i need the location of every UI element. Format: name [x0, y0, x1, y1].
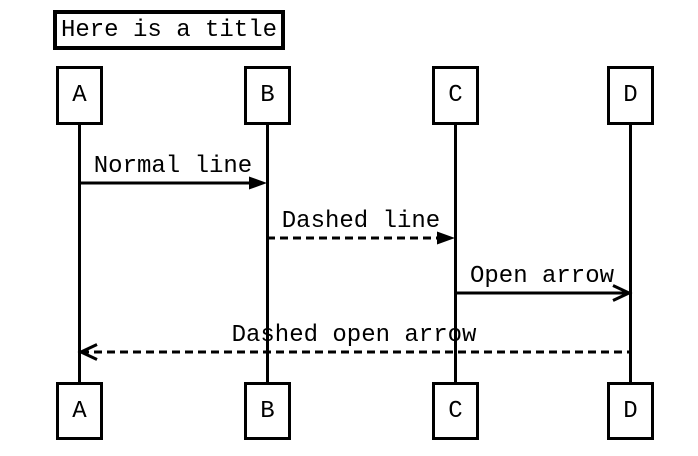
message-label-open-arrow: Open arrow — [469, 263, 615, 290]
actor-box-b-bottom: B — [244, 382, 291, 440]
message-arrow-normal-line — [79, 176, 267, 190]
open-arrowhead-icon — [612, 284, 633, 302]
actor-box-c-bottom: C — [432, 382, 479, 440]
actor-box-d-top: D — [607, 66, 654, 125]
actor-box-b-top: B — [244, 66, 291, 125]
actor-box-a-bottom: A — [56, 382, 103, 440]
lifeline-b — [266, 125, 269, 382]
message-arrow-open-arrow — [455, 284, 633, 302]
actor-box-a-top: A — [56, 66, 103, 125]
diagram-title: Here is a title — [60, 16, 278, 44]
actor-label: C — [448, 397, 463, 425]
actor-label: D — [623, 82, 638, 109]
actor-label: B — [260, 82, 275, 109]
filled-arrowhead-icon — [437, 231, 455, 245]
actor-label: A — [72, 82, 87, 109]
lifeline-a — [78, 125, 81, 382]
message-arrow-dashed-line — [267, 231, 455, 245]
actor-label: A — [72, 397, 87, 425]
lifeline-d — [629, 125, 632, 382]
actor-box-c-top: C — [432, 66, 479, 125]
diagram-title-box: Here is a title — [53, 10, 285, 50]
lifeline-c — [454, 125, 457, 382]
actor-label: D — [623, 397, 638, 425]
open-arrowhead-icon — [77, 343, 98, 361]
filled-arrowhead-icon — [249, 176, 267, 190]
message-arrow-dashed-open-arrow — [77, 343, 630, 361]
actor-label: B — [260, 397, 275, 425]
actor-label: C — [448, 82, 463, 109]
message-label-dashed-open-arrow: Dashed open arrow — [231, 322, 477, 349]
actor-box-d-bottom: D — [607, 382, 654, 440]
message-label-normal-line: Normal line — [93, 153, 253, 180]
message-label-dashed-line: Dashed line — [281, 208, 441, 235]
